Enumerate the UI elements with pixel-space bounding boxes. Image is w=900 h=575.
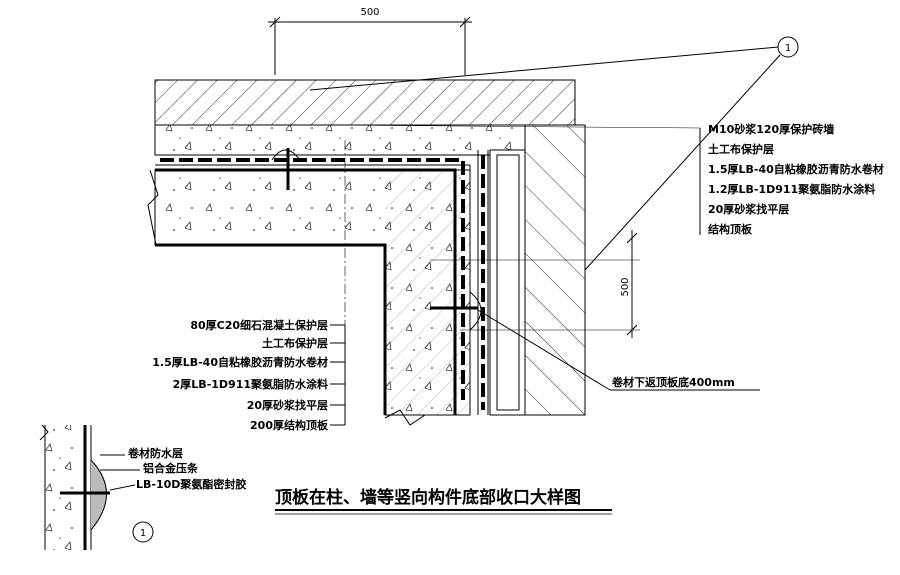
- svg-text:1: 1: [140, 528, 146, 539]
- label-left-5: 200厚结构顶板: [250, 418, 329, 432]
- label-right-3: 1.2厚LB-1D911聚氨脂防水涂料: [708, 182, 875, 196]
- vertical-protection: [489, 149, 526, 416]
- detail-label-0: 卷材防水层: [127, 446, 183, 460]
- note-bottom: 卷材下返顶板底400mm: [611, 375, 735, 389]
- svg-text:1: 1: [785, 43, 791, 54]
- detail-label-1: 铝合金压条: [143, 461, 199, 475]
- label-left-4: 20厚砂浆找平层: [247, 398, 328, 412]
- protection-brick-wall: [154, 79, 576, 126]
- callout-circle-bottom: [132, 521, 154, 543]
- label-left-0: 80厚C20细石混凝土保护层: [190, 318, 328, 332]
- label-right-1: 土工布保护层: [708, 142, 774, 156]
- drawing-title: 顶板在柱、墙等竖向构件底部收口大样图: [275, 487, 581, 508]
- column-hatch: [524, 124, 586, 416]
- protection-concrete: [154, 124, 526, 156]
- label-left-2: 1.5厚LB-40自粘橡胶沥青防水卷材: [152, 355, 328, 369]
- label-left-1: 土工布保护层: [262, 336, 328, 350]
- detail-label-2: LB-10D聚氨酯密封胶: [136, 477, 246, 491]
- waterproof-membrane: [160, 158, 465, 400]
- label-right-5: 结构顶板: [707, 222, 753, 236]
- dimension-vertical: 500: [620, 277, 631, 296]
- label-right-0: M10砂浆120厚保护砖墙: [708, 122, 834, 136]
- label-right-4: 20厚砂浆找平层: [708, 202, 789, 216]
- label-left-3: 2厚LB-1D911聚氨脂防水涂料: [173, 377, 328, 391]
- dimension-horizontal: 500: [360, 7, 379, 18]
- label-right-2: 1.5厚LB-40自粘橡胶沥青防水卷材: [708, 162, 884, 176]
- seal-detail: [39, 424, 110, 550]
